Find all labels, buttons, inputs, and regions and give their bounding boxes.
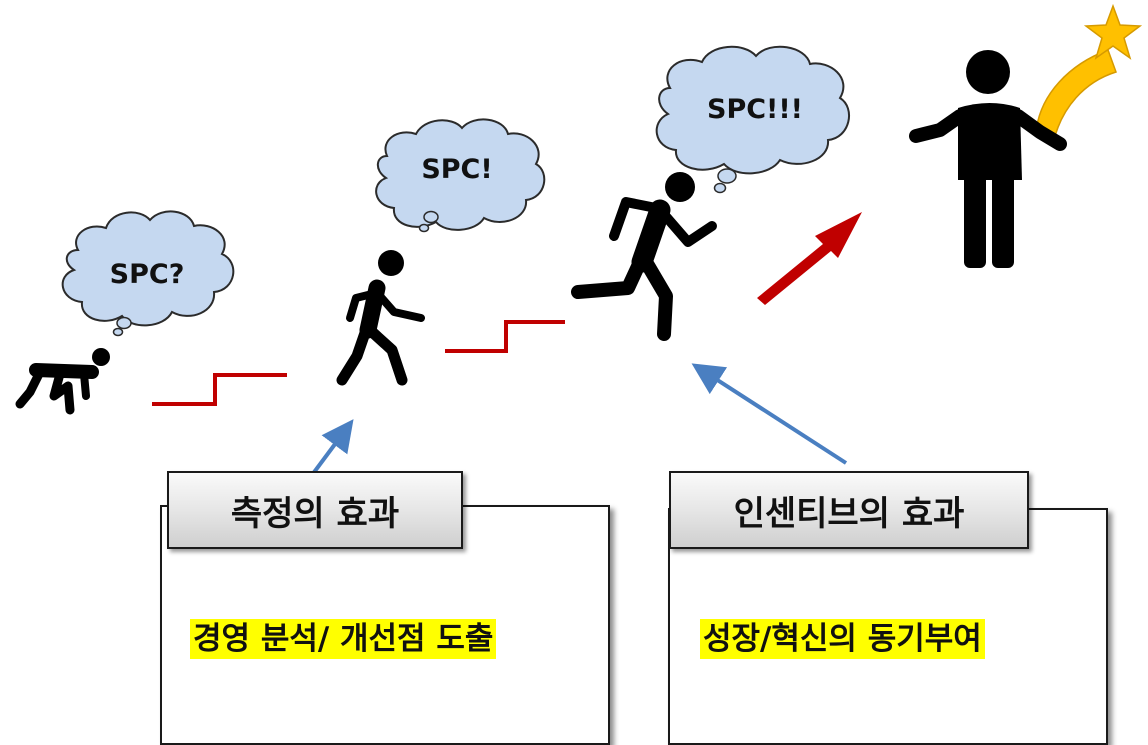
stair-line-2 bbox=[445, 320, 565, 353]
thought-text-3: SPC!!! bbox=[707, 94, 803, 125]
thought-cloud-3: SPC!!! bbox=[655, 45, 850, 194]
thought-cloud-1: SPC? bbox=[61, 210, 235, 337]
incentive-effect-title: 인센티브의 효과 bbox=[669, 471, 1029, 549]
running-person-icon bbox=[571, 172, 717, 341]
growth-arrow-icon bbox=[757, 212, 862, 305]
incentive-effect-text: 성장/혁신의 동기부여 bbox=[700, 619, 985, 659]
standing-person-icon bbox=[909, 50, 1067, 268]
measurement-effect-title: 측정의 효과 bbox=[167, 471, 463, 549]
thought-text-1: SPC? bbox=[110, 259, 185, 290]
thought-text-2: SPC! bbox=[421, 154, 492, 185]
walking-person-icon bbox=[336, 250, 425, 386]
stair-line-1 bbox=[152, 373, 287, 406]
shooting-star-icon bbox=[1035, 3, 1143, 142]
measurement-pointer-arrow bbox=[310, 419, 354, 477]
incentive-pointer-arrow bbox=[691, 363, 848, 465]
thought-cloud-2: SPC! bbox=[375, 118, 546, 233]
measurement-effect-text: 경영 분석/ 개선점 도출 bbox=[190, 619, 497, 659]
crouching-person-icon bbox=[15, 348, 110, 415]
